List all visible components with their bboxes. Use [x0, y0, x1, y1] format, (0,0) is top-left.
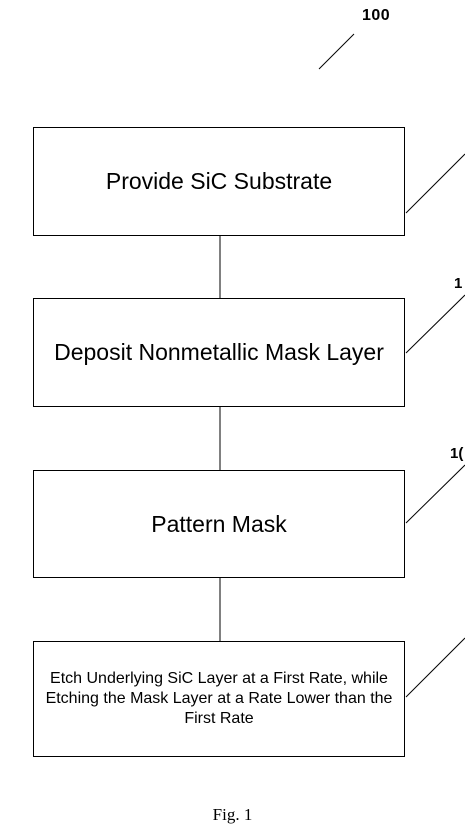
- step-ref-leader-2: [405, 294, 465, 354]
- step-box-pattern-mask: Pattern Mask: [33, 470, 405, 578]
- step-label: Deposit Nonmetallic Mask Layer: [54, 339, 384, 366]
- step-box-provide-substrate: Provide SiC Substrate: [33, 127, 405, 236]
- figure-ref-number: 100: [362, 7, 391, 24]
- figure-ref-leader: [318, 33, 355, 70]
- step-box-deposit-mask: Deposit Nonmetallic Mask Layer: [33, 298, 405, 407]
- step-label: Provide SiC Substrate: [105, 168, 333, 195]
- step-ref-number: 1: [454, 275, 463, 292]
- step-ref-leader-4: [405, 637, 465, 698]
- figure-caption: Fig. 1: [212, 805, 253, 824]
- step-label: Etch Underlying SiC Layer at a First Rat…: [45, 670, 393, 727]
- step-label: Pattern Mask: [151, 510, 287, 537]
- step-ref-leader-3: [405, 464, 465, 524]
- step-box-etch-layer: Etch Underlying SiC Layer at a First Rat…: [33, 641, 405, 757]
- step-ref-leader-1: [405, 153, 465, 214]
- step-ref-number: 1(: [450, 445, 464, 462]
